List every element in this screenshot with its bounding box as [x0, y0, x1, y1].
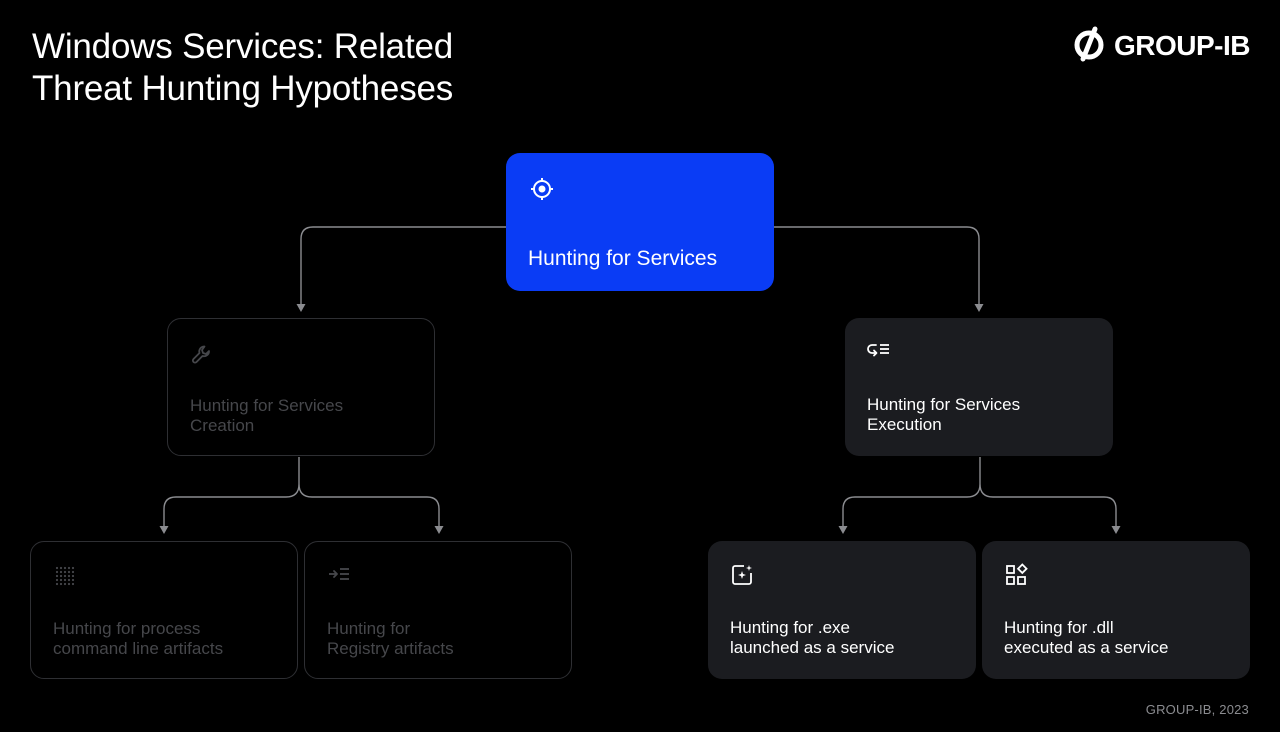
node-label-line-2: Creation	[190, 416, 255, 435]
sparkle-square-icon	[730, 563, 754, 587]
node-hunting-for-exe-launched-as-service: Hunting for .exe launched as a service	[708, 541, 976, 679]
node-label: Hunting for process command line artifac…	[53, 619, 223, 659]
group-ib-logo-text: GROUP-IB	[1114, 30, 1251, 61]
node-label: Hunting for Services	[528, 247, 718, 270]
node-hunting-for-process-command-line-artifacts: Hunting for process command line artifac…	[30, 541, 298, 679]
copyright-footer: GROUP-IB, 2023	[1145, 702, 1249, 717]
node-label-line-2: Registry artifacts	[327, 639, 454, 658]
connector-creation-to-children	[163, 457, 440, 528]
page-title-line-1: Windows Services: Related	[32, 27, 453, 66]
arrowhead-creation	[296, 304, 306, 312]
loop-list-icon	[867, 338, 891, 362]
node-label-line-2: command line artifacts	[53, 639, 224, 658]
connector-root-to-creation	[300, 226, 506, 306]
node-hunting-for-services-execution: Hunting for Services Execution	[845, 318, 1113, 456]
node-label-line-1: Hunting for process	[53, 619, 201, 638]
node-label: Hunting for Services Execution	[867, 395, 1020, 435]
node-label-line-1: Hunting for	[327, 619, 411, 638]
node-hunting-for-registry-artifacts: Hunting for Registry artifacts	[304, 541, 572, 679]
shapes-icon	[1004, 563, 1028, 587]
dot-grid-icon	[53, 564, 77, 588]
node-hunting-for-services-creation: Hunting for Services Creation	[167, 318, 435, 456]
node-label-line-2: executed as a service	[1004, 638, 1169, 657]
arrow-list-icon	[327, 562, 351, 586]
connector-root-to-execution	[774, 226, 980, 306]
group-ib-logo-icon	[1072, 25, 1106, 68]
arrowhead-registry	[434, 526, 444, 534]
node-label: Hunting for Services Creation	[190, 396, 343, 436]
node-label: Hunting for .dll executed as a service	[1004, 618, 1168, 658]
node-hunting-for-dll-executed-as-service: Hunting for .dll executed as a service	[982, 541, 1250, 679]
node-label: Hunting for Registry artifacts	[327, 619, 454, 659]
page-title: Windows Services: Related Threat Hunting…	[32, 26, 453, 110]
page-title-line-2: Threat Hunting Hypotheses	[32, 69, 454, 108]
node-label-line-2: Execution	[867, 415, 942, 434]
arrowhead-dll	[1111, 526, 1121, 534]
node-label: Hunting for .exe launched as a service	[730, 618, 894, 658]
node-label-line-1: Hunting for .exe	[730, 618, 851, 637]
arrowhead-process	[159, 526, 169, 534]
node-label-line-1: Hunting for Services	[190, 396, 344, 415]
connector-execution-to-children	[842, 457, 1117, 528]
node-label-line-1: Hunting for Services	[867, 395, 1021, 414]
arrowhead-exe	[838, 526, 848, 534]
wrench-icon	[190, 343, 214, 367]
target-icon	[530, 177, 554, 201]
group-ib-logo: GROUP-IB	[1072, 25, 1251, 68]
node-label-line-1: Hunting for .dll	[1004, 618, 1114, 637]
node-hunting-for-services: Hunting for Services	[506, 153, 774, 291]
arrowhead-execution	[974, 304, 984, 312]
node-label-line-2: launched as a service	[730, 638, 895, 657]
